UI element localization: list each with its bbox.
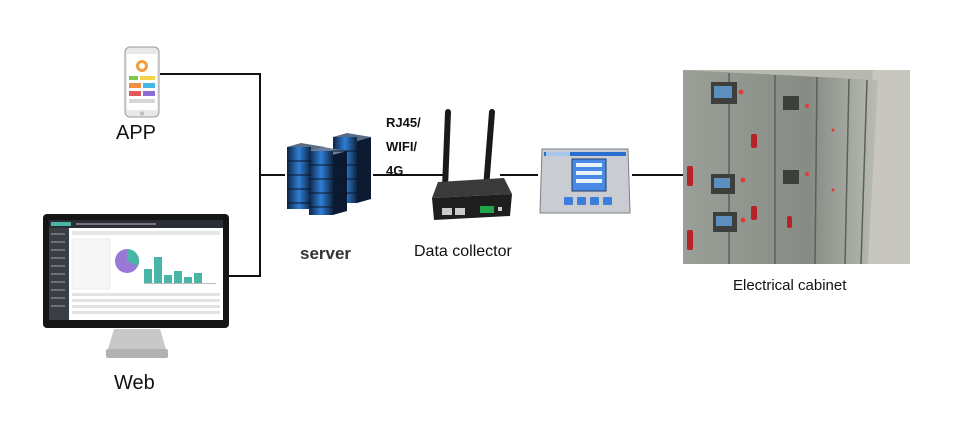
router-icon xyxy=(432,109,512,220)
line-app-server xyxy=(160,73,285,176)
protocol-label-rj45: RJ45/ xyxy=(386,115,421,130)
desktop-monitor-icon xyxy=(43,214,229,358)
line-web-server xyxy=(228,175,261,277)
power-meter-icon xyxy=(539,148,631,214)
collector-label: Data collector xyxy=(414,243,512,260)
electrical-cabinet-photo xyxy=(683,70,910,264)
smartphone-icon xyxy=(124,46,160,118)
cabinet-label: Electrical cabinet xyxy=(733,277,847,294)
web-label: Web xyxy=(114,372,155,394)
app-label: APP xyxy=(116,122,157,144)
server-label: server xyxy=(300,244,352,263)
server-rack-icon xyxy=(287,133,371,215)
protocol-label-wifi: WIFI/ xyxy=(386,139,418,154)
protocol-label-4g: 4G xyxy=(386,163,404,178)
